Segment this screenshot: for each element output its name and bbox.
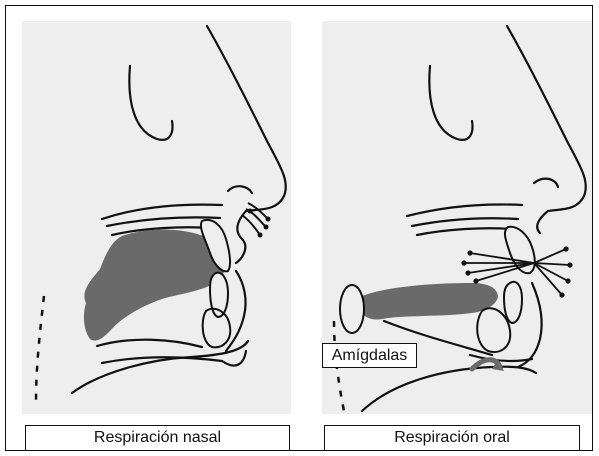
oral-airflow-arrowhead bbox=[563, 246, 568, 251]
jaw-line bbox=[362, 367, 536, 411]
nasal-airflow-arrowhead bbox=[248, 209, 253, 214]
tonsils-label: Amígdalas bbox=[322, 343, 417, 368]
enlarged-tonsil bbox=[340, 285, 364, 333]
oral-airflow-arrowhead bbox=[473, 278, 478, 283]
oral-airflow-arrowhead bbox=[465, 270, 470, 275]
oral-airflow-arrowhead bbox=[461, 260, 466, 265]
tongue-shape bbox=[84, 230, 226, 341]
oral-airflow-arrowhead bbox=[467, 250, 472, 255]
throat-dotted-line bbox=[36, 296, 44, 401]
nasal-breathing-illustration bbox=[22, 21, 291, 414]
upper-lip bbox=[537, 211, 548, 233]
face-profile-outline bbox=[507, 26, 586, 211]
nasal-airflow-arrowhead bbox=[264, 225, 269, 230]
palate-line-lower bbox=[412, 218, 518, 226]
nasal-profile-drawing bbox=[22, 21, 291, 414]
hard-palate-line bbox=[407, 204, 522, 216]
nostril-curve bbox=[228, 186, 252, 193]
tongue-shape bbox=[360, 283, 498, 320]
soft-palate-line bbox=[417, 228, 512, 235]
oral-airflow-arrowhead bbox=[567, 262, 572, 267]
oral-airflow-arrow bbox=[534, 263, 570, 265]
lower-teeth bbox=[504, 282, 522, 323]
jaw-line bbox=[72, 341, 248, 393]
upper-lip bbox=[236, 211, 246, 263]
face-profile-outline bbox=[207, 26, 286, 211]
oral-airflow-arrow bbox=[534, 263, 568, 281]
eye-curve bbox=[429, 66, 472, 140]
oral-airflow-arrow bbox=[534, 249, 566, 263]
oral-airflow-arrowhead bbox=[565, 278, 570, 283]
nostril-curve bbox=[534, 179, 558, 187]
inner-jaw-line bbox=[97, 340, 202, 347]
caption-nasal-breathing: Respiración nasal bbox=[25, 425, 290, 451]
nasal-airflow-arrowhead bbox=[266, 217, 271, 222]
caption-oral-breathing: Respiración oral bbox=[324, 425, 580, 451]
oral-airflow-arrowhead bbox=[559, 292, 564, 297]
oral-airflow-arrow bbox=[534, 263, 562, 295]
eye-curve bbox=[129, 66, 172, 140]
nasal-airflow-arrowhead bbox=[258, 233, 263, 238]
